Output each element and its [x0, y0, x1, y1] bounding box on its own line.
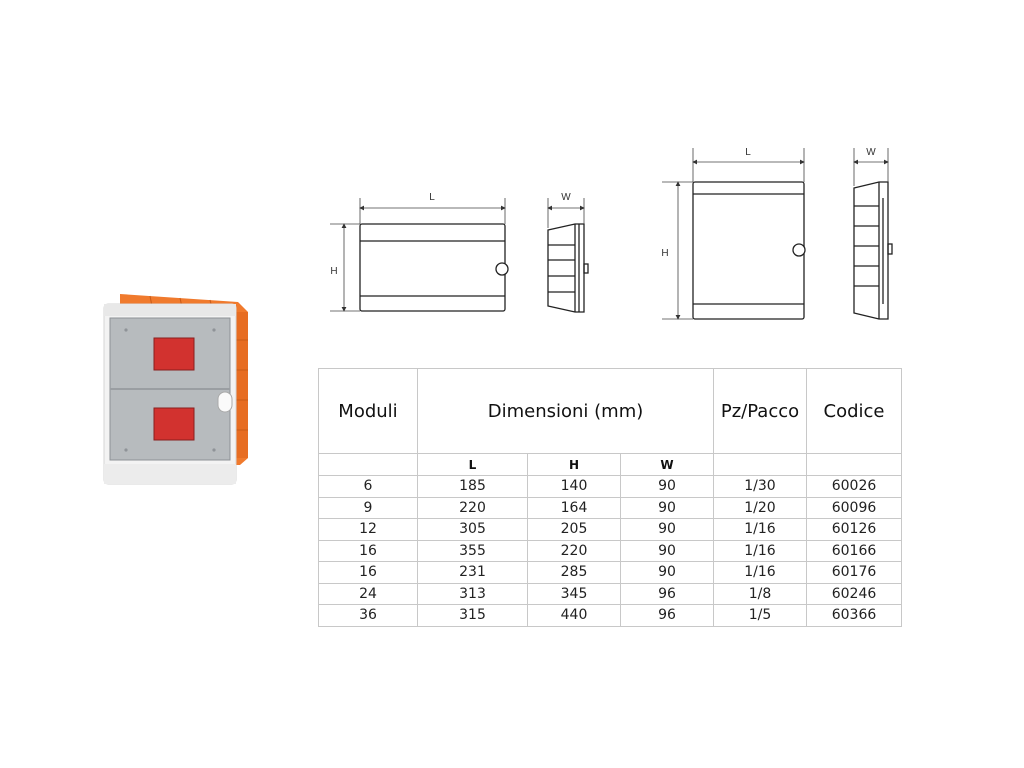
cell-codice: 60126 — [806, 518, 902, 541]
cell-codice: 60366 — [806, 604, 902, 627]
subheader-l: L — [417, 453, 528, 476]
cell-moduli: 16 — [318, 539, 418, 562]
cell-moduli: 6 — [318, 475, 418, 498]
cell-pz-pacco: 1/16 — [713, 561, 807, 584]
large-width-label: W — [866, 147, 876, 158]
cell-height: 205 — [527, 518, 621, 541]
cell-length: 305 — [417, 518, 528, 541]
cell-moduli: 36 — [318, 604, 418, 627]
cell-moduli: 9 — [318, 496, 418, 519]
header-moduli: Moduli — [318, 368, 418, 454]
cell-length: 231 — [417, 561, 528, 584]
subheader-w: W — [620, 453, 714, 476]
cell-pz-pacco: 1/5 — [713, 604, 807, 627]
cell-width: 96 — [620, 582, 714, 605]
cell-height: 164 — [527, 496, 621, 519]
subheader-empty-codice — [806, 453, 902, 476]
product-image — [103, 294, 248, 485]
small-width-label: W — [561, 192, 571, 203]
cell-codice: 60246 — [806, 582, 902, 605]
large-length-label: L — [745, 147, 751, 158]
cell-moduli: 16 — [318, 561, 418, 584]
cell-pz-pacco: 1/16 — [713, 539, 807, 562]
spec-table: Moduli Dimensioni (mm) Pz/Pacco Codice L… — [318, 368, 902, 627]
cell-codice: 60176 — [806, 561, 902, 584]
subheader-h: H — [527, 453, 621, 476]
cell-height: 440 — [527, 604, 621, 627]
subheader-empty-pz — [713, 453, 807, 476]
cell-pz-pacco: 1/16 — [713, 518, 807, 541]
cell-pz-pacco: 1/30 — [713, 475, 807, 498]
cell-height: 220 — [527, 539, 621, 562]
cell-height: 285 — [527, 561, 621, 584]
small-height-label: H — [330, 266, 337, 277]
small-side-view — [547, 223, 589, 313]
cell-length: 315 — [417, 604, 528, 627]
header-pz-pacco: Pz/Pacco — [713, 368, 807, 454]
cell-length: 220 — [417, 496, 528, 519]
subheader-empty-moduli — [318, 453, 418, 476]
large-side-view — [853, 181, 893, 320]
cell-pz-pacco: 1/20 — [713, 496, 807, 519]
small-front-view — [359, 223, 509, 312]
large-height-label: H — [661, 248, 668, 259]
cell-moduli: 12 — [318, 518, 418, 541]
cell-codice: 60096 — [806, 496, 902, 519]
cell-codice: 60166 — [806, 539, 902, 562]
cell-width: 90 — [620, 518, 714, 541]
cell-length: 355 — [417, 539, 528, 562]
header-dimensioni: Dimensioni (mm) — [417, 368, 714, 454]
cell-width: 90 — [620, 496, 714, 519]
cell-moduli: 24 — [318, 582, 418, 605]
technical-drawings: L H W L H — [330, 147, 893, 320]
header-codice: Codice — [806, 368, 902, 454]
cell-height: 140 — [527, 475, 621, 498]
cell-length: 313 — [417, 582, 528, 605]
cell-pz-pacco: 1/8 — [713, 582, 807, 605]
large-front-view — [692, 181, 806, 320]
cell-length: 185 — [417, 475, 528, 498]
cell-width: 90 — [620, 475, 714, 498]
small-length-label: L — [429, 192, 435, 203]
cell-height: 345 — [527, 582, 621, 605]
cell-width: 90 — [620, 539, 714, 562]
cell-width: 96 — [620, 604, 714, 627]
cell-codice: 60026 — [806, 475, 902, 498]
cell-width: 90 — [620, 561, 714, 584]
